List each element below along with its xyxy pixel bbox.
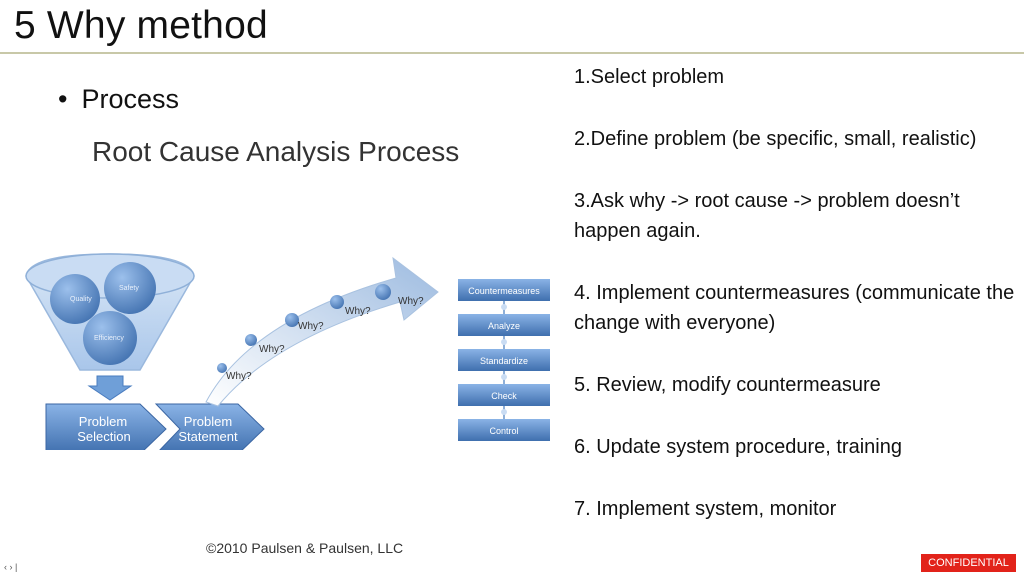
bullet-process: • Process bbox=[58, 84, 179, 115]
rca-title: Root Cause Analysis Process bbox=[92, 136, 460, 167]
process-node bbox=[501, 409, 507, 415]
process-step-box bbox=[458, 384, 550, 406]
bullet-dot-icon: • bbox=[58, 84, 68, 114]
arrow-label-problem-2: Problem bbox=[184, 414, 232, 429]
funnel-label-efficiency: Efficiency bbox=[94, 335, 124, 342]
step-item: 2.Define problem (be specific, small, re… bbox=[574, 128, 977, 150]
funnel-circle-quality bbox=[50, 274, 100, 324]
step-item: 7. Implement system, monitor bbox=[574, 498, 837, 520]
slide-title: 5 Why method bbox=[14, 4, 268, 47]
arrow-label-statement: Statement bbox=[178, 429, 238, 444]
process-node bbox=[501, 339, 507, 345]
process-step-box bbox=[458, 419, 550, 441]
funnel-circle-efficiency bbox=[83, 311, 137, 365]
process-step-label: Control bbox=[489, 426, 518, 436]
why-dot bbox=[217, 363, 227, 373]
title-divider bbox=[0, 52, 1024, 54]
process-step-box bbox=[458, 314, 550, 336]
slide-number: ‹ › | bbox=[4, 562, 18, 572]
funnel-label-safety: Safety bbox=[119, 285, 139, 292]
arrow-problem-selection bbox=[45, 403, 167, 450]
step-item: 6. Update system procedure, training bbox=[574, 436, 902, 458]
steps-list: 1.Select problem 2.Define problem (be sp… bbox=[574, 62, 1019, 556]
why-label: Why? bbox=[298, 321, 324, 332]
step-item: 3.Ask why -> root cause -> problem doesn… bbox=[574, 190, 960, 242]
arrow-label-selection: Selection bbox=[77, 429, 130, 444]
why-curve-arrow bbox=[205, 256, 439, 407]
process-node bbox=[501, 374, 507, 380]
why-label: Why? bbox=[398, 296, 424, 307]
process-step-label: Countermeasures bbox=[468, 286, 540, 296]
step-item: 4. Implement countermeasures (communicat… bbox=[574, 282, 1015, 334]
step-item: 5. Review, modify countermeasure bbox=[574, 374, 881, 396]
arrow-label-problem: Problem bbox=[79, 414, 127, 429]
process-step-label: Analyze bbox=[488, 321, 520, 331]
why-dot bbox=[285, 313, 299, 327]
step-item: 1.Select problem bbox=[574, 66, 725, 88]
rca-diagram: Quality Safety Efficiency Problem Select… bbox=[25, 253, 550, 450]
funnel-label-quality: Quality bbox=[70, 296, 92, 303]
why-dot bbox=[245, 334, 257, 346]
process-step-label: Check bbox=[491, 391, 517, 401]
confidential-badge: CONFIDENTIAL bbox=[921, 554, 1016, 572]
process-step-box bbox=[458, 279, 550, 301]
why-label: Why? bbox=[345, 306, 371, 317]
process-node bbox=[501, 304, 507, 310]
why-label: Why? bbox=[226, 371, 252, 382]
why-dot bbox=[330, 295, 344, 309]
arrow-problem-statement bbox=[154, 403, 265, 450]
process-step-box bbox=[458, 349, 550, 371]
why-dot bbox=[375, 284, 391, 300]
copyright-note: ©2010 Paulsen & Paulsen, LLC bbox=[206, 540, 404, 556]
why-label: Why? bbox=[259, 344, 285, 355]
down-arrow-icon bbox=[87, 375, 133, 401]
process-step-label: Standardize bbox=[480, 356, 528, 366]
bullet-text: Process bbox=[81, 84, 179, 114]
funnel-circle-safety bbox=[104, 262, 156, 314]
